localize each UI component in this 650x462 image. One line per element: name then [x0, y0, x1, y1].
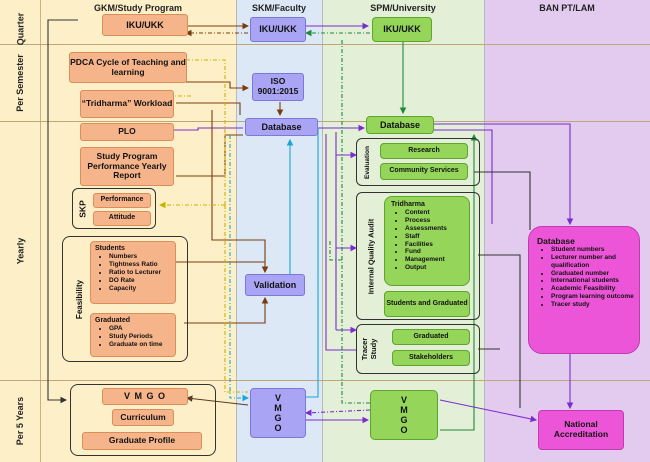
tridharma-list-item: Fund	[405, 248, 466, 256]
tridharma-list-item: Process	[405, 217, 466, 225]
students-list-item: Tightness Ratio	[109, 261, 173, 269]
column-header-study-program: GKM/Study Program	[93, 3, 182, 13]
plo-box: PLO	[80, 123, 174, 141]
graduated-list-box: Graduated GPAStudy PeriodsGraduate on ti…	[90, 313, 176, 357]
students-list-item: Capacity	[109, 285, 173, 293]
ban-database-items: Student numbersLecturer number and quali…	[537, 246, 635, 308]
students-list-item: Ratio to Lecturer	[109, 269, 173, 277]
graduated-title: Graduated	[95, 317, 131, 324]
research-box: Research	[380, 143, 468, 159]
ban-database-item: Academic Feasibility	[551, 285, 635, 293]
graduated-list-item: GPA	[109, 325, 173, 333]
tridharma-list-item: Staff	[405, 233, 466, 241]
iku-ukk-faculty: IKU/UKK	[250, 17, 306, 42]
iku-ukk-study-program: IKU/UKK	[102, 14, 188, 36]
evaluation-group	[356, 138, 480, 186]
column-header-ban: BAN PT/LAM	[539, 3, 595, 13]
tridharma-list-item: Assessments	[405, 225, 466, 233]
faculty-database-box: Database	[245, 118, 318, 136]
vmgo-faculty: V M G O	[250, 388, 306, 438]
ban-database-item: Student numbers	[551, 246, 635, 254]
skp-label: SKP	[77, 199, 88, 218]
internal-quality-audit-label: Internal Quality Audit	[366, 218, 376, 294]
five-year-group	[70, 384, 216, 456]
tridharma-list-box: Tridharma ContentProcessAssessmentsStaff…	[384, 196, 470, 286]
ban-database-item: Graduated number	[551, 270, 635, 278]
evaluation-label: Evaluation	[363, 145, 371, 179]
row-divider	[0, 121, 650, 122]
vmgo-university-m: M	[400, 405, 408, 415]
validation-box: Validation	[245, 274, 305, 296]
ban-database-item: Lecturer number and qualification	[551, 254, 635, 270]
students-items: NumbersTightness RatioRatio to LecturerD…	[95, 253, 173, 292]
pdca-cycle-box: PDCA Cycle of Teaching and learning	[69, 52, 187, 83]
vmgo-faculty-v: V	[274, 393, 281, 403]
graduated-list-item: Study Periods	[109, 333, 173, 341]
column-header-faculty: SKM/Faculty	[251, 3, 306, 13]
tridharma-workload-box: “Tridharma” Workload	[80, 90, 174, 118]
tridharma-title: Tridharma	[391, 201, 425, 208]
vmgo-university-v: V	[400, 395, 407, 405]
row-divider	[0, 380, 650, 381]
vmgo-faculty-g: G	[274, 413, 282, 423]
tridharma-items: ContentProcessAssessmentsStaffFacilities…	[391, 209, 466, 271]
students-list-item: DO Rate	[109, 277, 173, 285]
divider	[322, 0, 323, 462]
tracer-study-group	[356, 324, 480, 374]
ban-database-item: Program learning outcome	[551, 293, 635, 301]
tridharma-list-item: Facilities	[405, 241, 466, 249]
tracer-graduated-box: Graduated	[392, 329, 470, 345]
skp-performance-box: Performance	[93, 193, 151, 208]
vmgo-faculty-m: M	[274, 403, 282, 413]
students-graduated-box: Students and Graduated	[384, 291, 470, 317]
ban-database-title: Database	[537, 236, 575, 246]
ban-database-item: Tracer study	[551, 301, 635, 309]
students-title: Students	[95, 245, 125, 252]
iso-9001-box: ISO 9001:2015	[252, 73, 304, 101]
tracer-stakeholders-box: Stakeholders	[392, 350, 470, 366]
tracer-study-label: Tracer Study	[360, 337, 378, 361]
vmgo-university-o: O	[400, 425, 408, 435]
graduated-list-item: Graduate on time	[109, 341, 173, 349]
divider	[484, 0, 485, 462]
divider	[40, 0, 41, 462]
skp-attitude-box: Attitude	[93, 211, 151, 226]
vmgo-university-g: G	[400, 415, 408, 425]
divider	[236, 0, 237, 462]
ban-database-box: Database Student numbersLecturer number …	[528, 226, 640, 354]
students-list-item: Numbers	[109, 253, 173, 261]
ban-database-item: International students	[551, 277, 635, 285]
curriculum-box: Curriculum	[112, 409, 174, 426]
graduated-items: GPAStudy PeriodsGraduate on time	[95, 325, 173, 348]
tridharma-list-item: Output	[405, 264, 466, 272]
graduate-profile-box: Graduate Profile	[82, 432, 202, 450]
university-database-box: Database	[366, 116, 434, 134]
vmgo-university: V M G O	[370, 390, 438, 440]
feasibility-group	[62, 236, 188, 362]
skp-group	[72, 188, 156, 229]
national-accreditation-box: National Accreditation	[538, 410, 624, 450]
column-header-university: SPM/University	[370, 3, 436, 13]
iku-ukk-university: IKU/UKK	[372, 17, 432, 42]
vmgo-study-program: V M G O	[102, 388, 188, 405]
row-divider	[0, 44, 650, 45]
tridharma-list-item: Content	[405, 209, 466, 217]
students-list-box: Students NumbersTightness RatioRatio to …	[90, 241, 176, 304]
vmgo-faculty-o: O	[274, 423, 282, 433]
feasibility-label: Feasibility	[75, 279, 85, 319]
internal-quality-audit-group	[356, 192, 480, 320]
performance-report-box: Study Program Performance Yearly Report	[80, 147, 174, 186]
tridharma-list-item: Management	[405, 256, 466, 264]
community-services-box: Community Services	[380, 163, 468, 180]
